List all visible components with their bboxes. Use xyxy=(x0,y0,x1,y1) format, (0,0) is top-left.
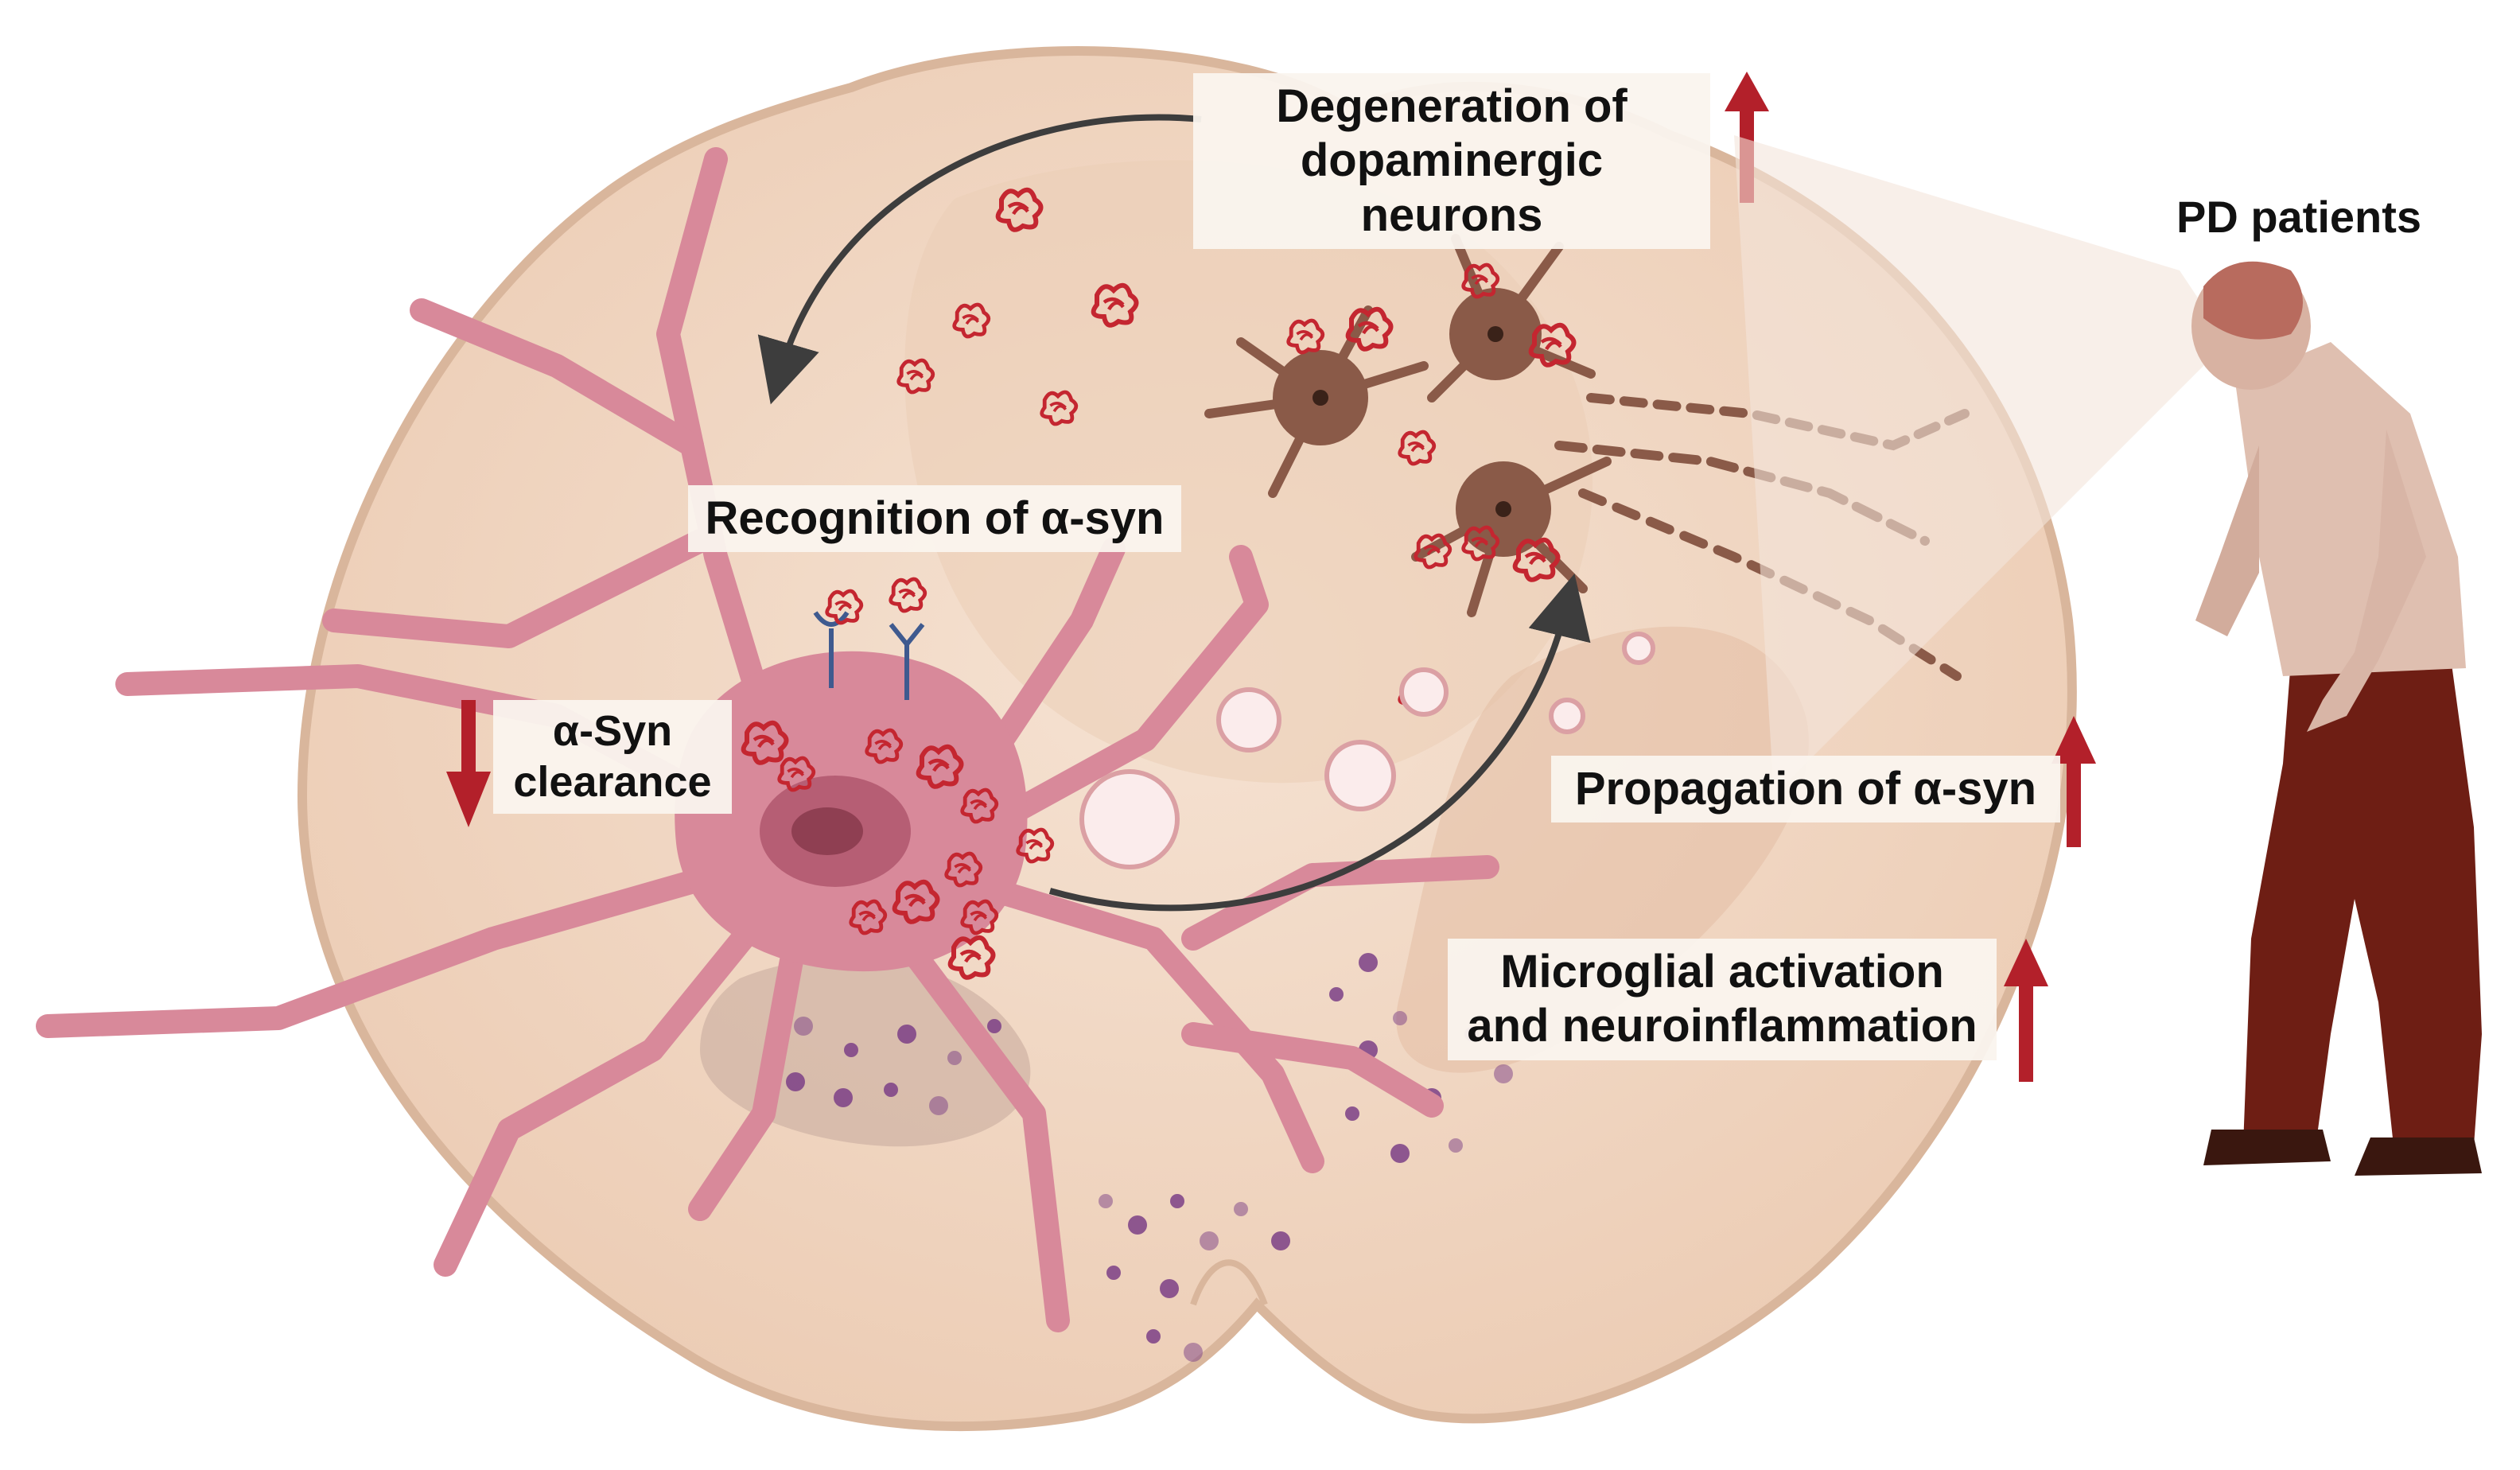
propagation-up-arrow xyxy=(2051,716,2096,847)
inflammation-particle xyxy=(1234,1202,1248,1216)
patient-brain xyxy=(2203,261,2303,340)
inflammation-particle xyxy=(1200,1231,1219,1250)
inflammation-particle xyxy=(1160,1279,1179,1298)
inflammation-particle xyxy=(1128,1215,1147,1235)
zoom-beam xyxy=(1734,135,2227,795)
inflammation-particle xyxy=(1184,1343,1203,1362)
cycle-arrows xyxy=(757,114,1591,912)
inflammation-particle xyxy=(1494,1064,1513,1083)
midline-notch xyxy=(1190,1259,1268,1306)
patient-shoe-right xyxy=(2355,1138,2482,1176)
inflammation-particle xyxy=(1170,1194,1184,1208)
inflammation-particle xyxy=(1146,1329,1161,1344)
inflammation-particle xyxy=(884,1083,898,1097)
inflammation-particle xyxy=(1099,1194,1113,1208)
inflammation-particle xyxy=(929,1096,948,1115)
inflammation-particle xyxy=(897,1025,916,1044)
microglial-line2: and neuroinflammation xyxy=(1467,1000,1978,1052)
inflammation-particle xyxy=(1390,1144,1410,1163)
degeneration-to-recognition-arrow xyxy=(757,114,1202,405)
inflammation-particle xyxy=(947,1051,962,1065)
inflammation-particle xyxy=(987,1019,1001,1033)
inflammation-particle xyxy=(844,1043,858,1057)
degeneration-line2: dopaminergic neurons xyxy=(1300,134,1604,241)
patient-pants xyxy=(2243,652,2482,1153)
microglial-label: Microglial activation and neuroinflammat… xyxy=(1448,939,1997,1060)
propagation-label: Propagation of α-syn xyxy=(1551,756,2060,823)
inflammation-particle xyxy=(1449,1138,1463,1153)
clearance-line1: α-Syn xyxy=(552,707,673,755)
clearance-down-arrow xyxy=(446,700,491,827)
recognition-label: Recognition of α-syn xyxy=(688,485,1181,553)
inflammation-particle xyxy=(834,1088,853,1107)
patient-shirt xyxy=(2235,342,2466,676)
inflammation-particle xyxy=(1106,1266,1121,1280)
microglial-up-arrow xyxy=(2004,939,2048,1082)
patient-shoe-left xyxy=(2203,1130,2331,1165)
alpha-syn-vesicles xyxy=(1079,632,1655,869)
red-trend-arrows xyxy=(446,72,2096,1082)
degeneration-line1: Degeneration of xyxy=(1276,80,1628,132)
inflammation-particle xyxy=(1393,1011,1407,1025)
patient-arm-right xyxy=(2307,430,2426,732)
inflammation-particle xyxy=(1271,1231,1290,1250)
inflammation-particle xyxy=(794,1017,813,1036)
clearance-line2: clearance xyxy=(513,757,712,806)
pd-patient-figure xyxy=(2191,261,2482,1176)
inflammation-particle xyxy=(1329,987,1344,1001)
pd-patients-label: PD patients xyxy=(2176,192,2422,242)
degeneration-label: Degeneration of dopaminergic neurons xyxy=(1193,73,1710,250)
dopaminergic-neuron-cluster xyxy=(1204,234,1970,681)
clearance-label: α-Syn clearance xyxy=(493,700,732,815)
inflammation-particle xyxy=(1345,1106,1359,1121)
microglial-line1: Microglial activation xyxy=(1500,946,1944,998)
receptors xyxy=(813,611,925,700)
inflammation-particle xyxy=(786,1072,805,1091)
patient-arm-left xyxy=(2195,445,2259,636)
inflammation-particle xyxy=(1359,953,1378,972)
propagation-arrow xyxy=(1048,574,1591,912)
